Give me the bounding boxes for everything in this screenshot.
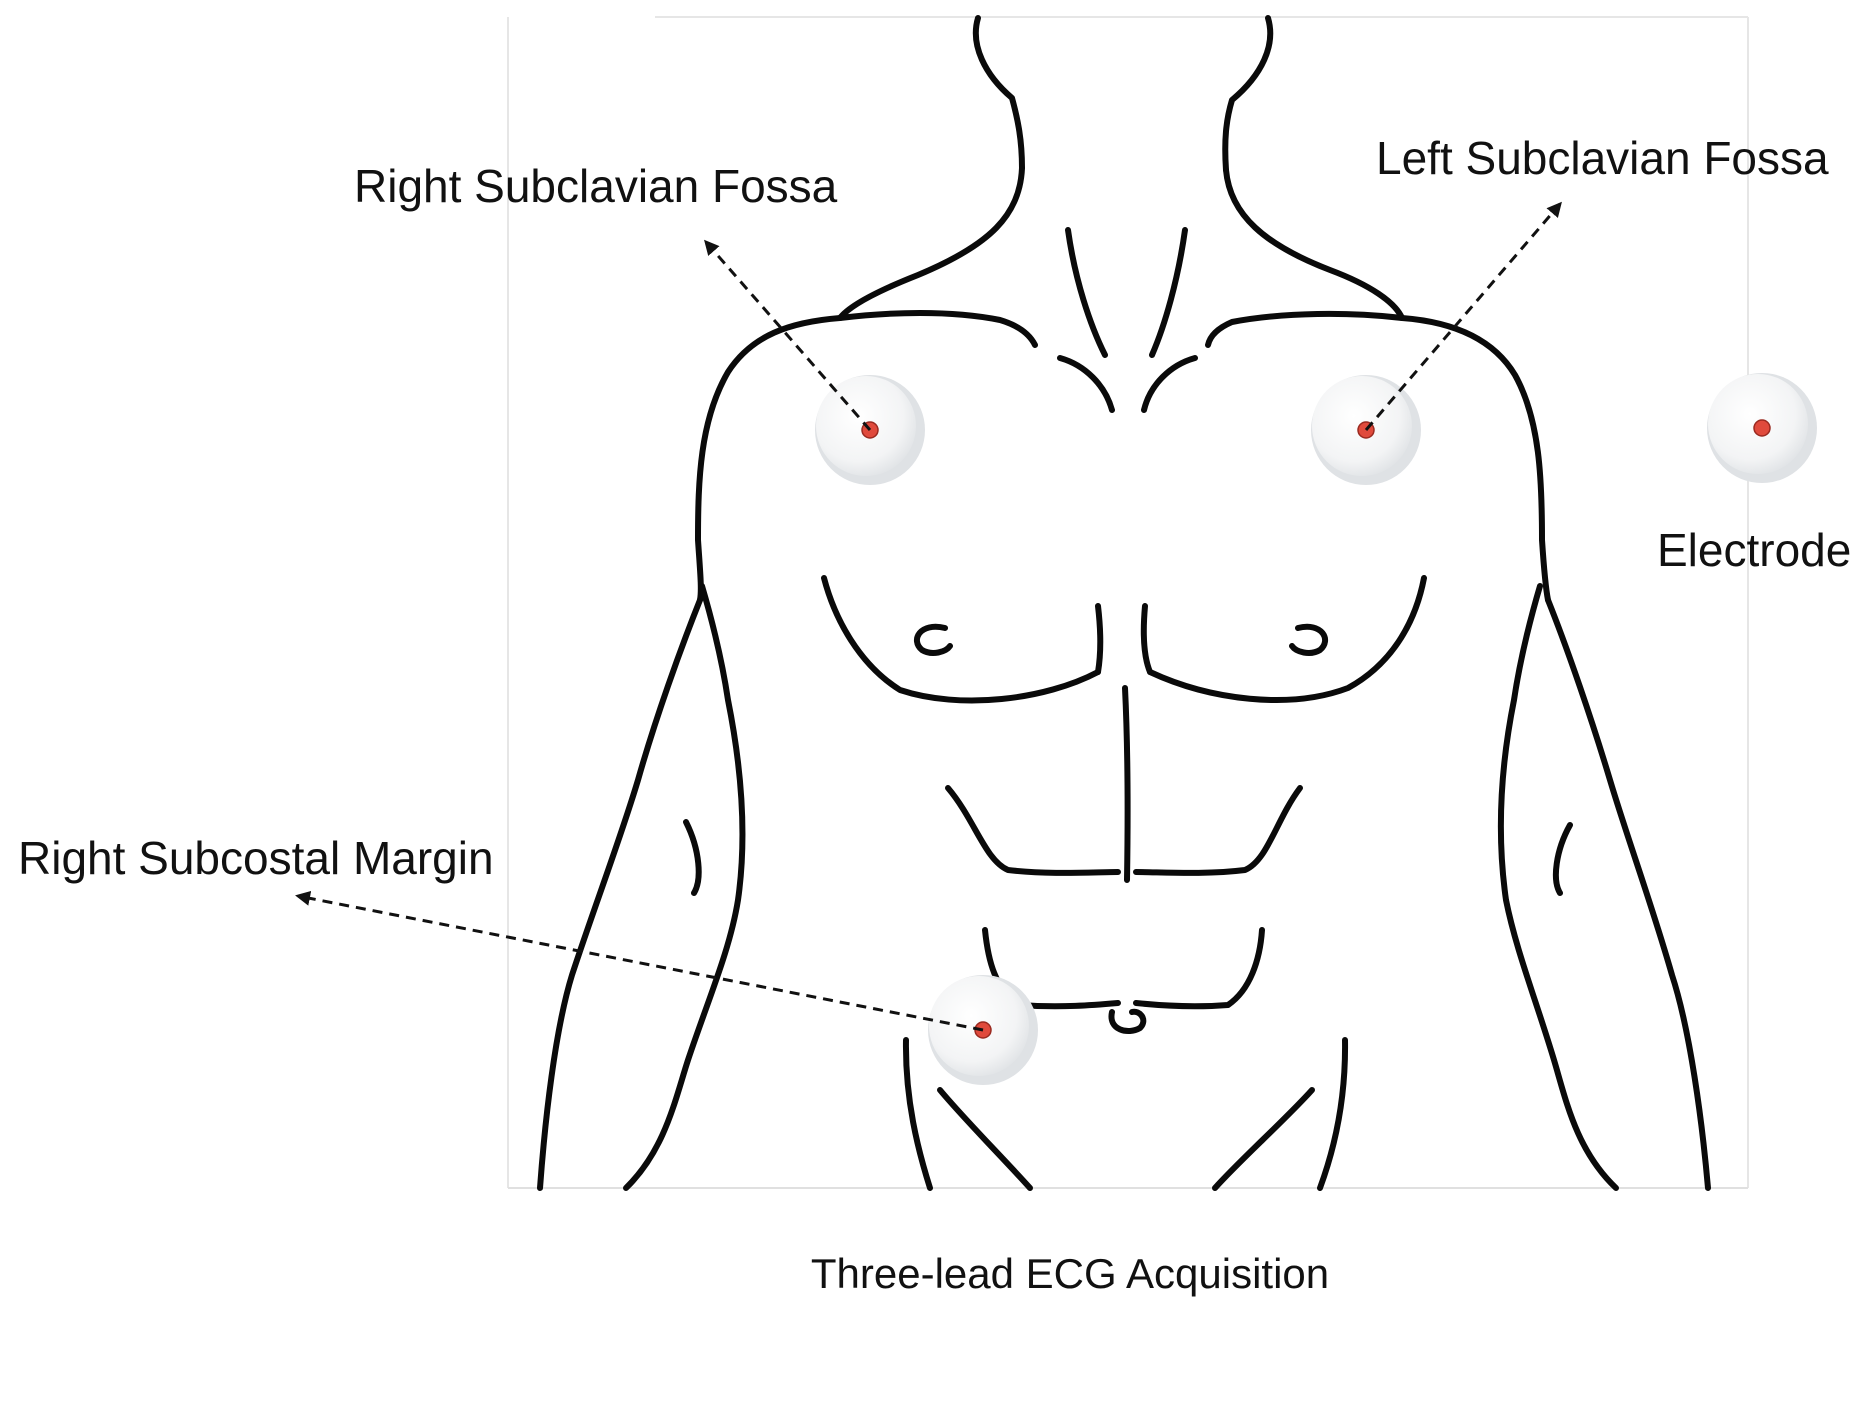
left-arm-outer bbox=[537, 597, 703, 1191]
right-neck-tendon bbox=[1149, 227, 1188, 358]
right-pectoral bbox=[1147, 575, 1427, 703]
sternal-notch-left bbox=[1057, 355, 1115, 413]
label-left-subclavian-fossa: Left Subclavian Fossa bbox=[1376, 132, 1829, 184]
left-neck-tendon bbox=[1065, 227, 1108, 358]
label-electrode-legend: Electrode bbox=[1657, 524, 1851, 576]
right-arm-outer bbox=[1545, 597, 1711, 1191]
right-upper-ab bbox=[1133, 785, 1303, 876]
left-collarbone bbox=[837, 310, 1038, 348]
left-upper-ab bbox=[945, 785, 1121, 876]
electrode-legend-symbol bbox=[1707, 373, 1817, 483]
left-nipple bbox=[914, 623, 953, 656]
left-arm-inner bbox=[623, 583, 746, 1191]
right-collarbone bbox=[1205, 310, 1405, 348]
label-right-subclavian-fossa: Right Subclavian Fossa bbox=[354, 160, 838, 212]
right-bicep-mark bbox=[1552, 822, 1573, 896]
linea-alba bbox=[1122, 685, 1131, 883]
neck-left bbox=[837, 165, 1025, 321]
left-bicep-mark bbox=[683, 819, 702, 896]
head-left-contour bbox=[972, 15, 1025, 171]
left-groin-line bbox=[937, 1087, 1033, 1191]
figure-frame bbox=[507, 16, 1749, 1189]
sternal-notch-right bbox=[1141, 355, 1198, 413]
right-nipple bbox=[1289, 623, 1328, 656]
right-shoulder bbox=[1399, 315, 1551, 603]
right-pec-inner bbox=[1140, 603, 1153, 675]
torso-outline bbox=[537, 15, 1711, 1191]
label-right-subcostal-margin: Right Subcostal Margin bbox=[18, 832, 494, 884]
leader-right-subcostal bbox=[295, 890, 984, 1032]
electrode-contact-dot bbox=[1753, 419, 1771, 437]
head-right-contour bbox=[1222, 15, 1274, 173]
leader-right-subclavian bbox=[704, 239, 872, 431]
left-shoulder bbox=[695, 315, 843, 603]
right-waist bbox=[1317, 1037, 1349, 1191]
left-waist bbox=[902, 1037, 933, 1191]
left-pectoral bbox=[821, 575, 1101, 704]
left-pec-inner bbox=[1095, 603, 1104, 675]
figure-caption: Three-lead ECG Acquisition bbox=[811, 1250, 1329, 1297]
neck-right bbox=[1223, 167, 1405, 321]
right-arm-inner bbox=[1497, 583, 1619, 1191]
navel bbox=[1108, 1008, 1147, 1034]
right-groin-line bbox=[1212, 1087, 1315, 1191]
right-lower-ab bbox=[1133, 927, 1265, 1010]
